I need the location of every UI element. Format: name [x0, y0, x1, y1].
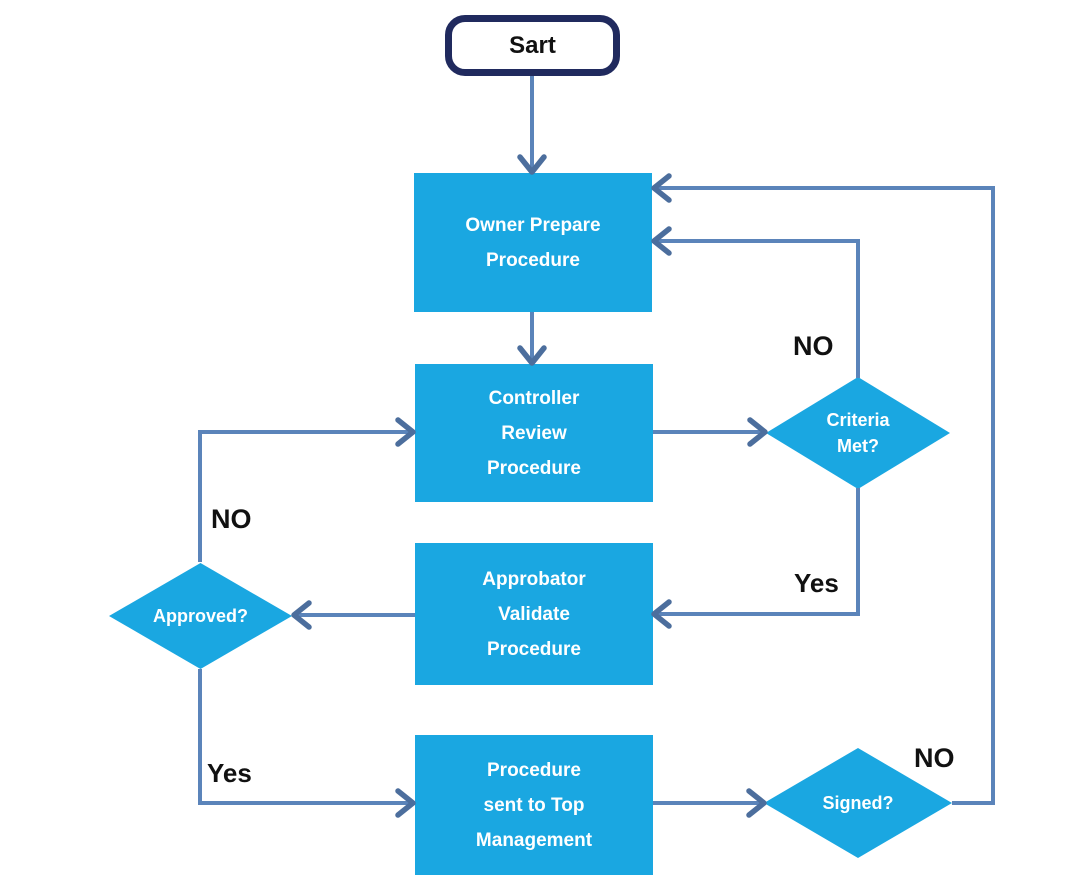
- edge-label-criteria-no: NO: [793, 331, 834, 361]
- connector-approved-no-to-controller: [198, 417, 416, 562]
- node-criteria-met-decision-label: Criteria Met?: [826, 410, 890, 456]
- edge-label-approved-no: NO: [211, 504, 252, 534]
- arrowhead-left-icon: [651, 173, 672, 203]
- node-start: Sart: [445, 15, 620, 76]
- node-owner-prepare-procedure-label: Owner Prepare Procedure: [465, 214, 601, 271]
- arrowhead-down-icon: [517, 345, 547, 366]
- arrowhead-left-icon: [651, 599, 672, 629]
- edge-label-criteria-yes: Yes: [794, 568, 839, 598]
- arrowhead-right-icon: [746, 788, 767, 818]
- node-approved-decision: Approved?: [109, 563, 292, 669]
- node-owner-prepare-procedure: Owner Prepare Procedure: [414, 173, 652, 312]
- connector-approved-yes-to-top-mgmt: [198, 669, 416, 818]
- connector-criteria-yes-to-approbator: [651, 488, 860, 629]
- node-start-label: Sart: [509, 31, 556, 59]
- arrowhead-down-icon: [517, 154, 547, 175]
- node-procedure-sent-to-top-management-label: Procedure sent to Top Management: [475, 759, 593, 851]
- connector-approbator-to-approved: [291, 600, 415, 630]
- node-criteria-met-decision: Criteria Met?: [766, 377, 950, 489]
- arrowhead-right-icon: [395, 788, 416, 818]
- edge-label-approved-yes: Yes: [207, 758, 252, 788]
- arrowhead-left-icon: [651, 226, 672, 256]
- node-signed-decision-label: Signed?: [822, 793, 894, 813]
- arrowhead-left-icon: [291, 600, 312, 630]
- node-approbator-validate-procedure-label: Approbator Validate Procedure: [482, 568, 586, 660]
- node-procedure-sent-to-top-management: Procedure sent to Top Management: [415, 735, 653, 875]
- node-approved-decision-label: Approved?: [152, 606, 248, 626]
- connector-controller-to-criteria: [653, 417, 768, 447]
- connector-line: [198, 430, 412, 562]
- node-approbator-validate-procedure: Approbator Validate Procedure: [415, 543, 653, 685]
- node-controller-review-procedure-label: Controller Review Procedure: [487, 387, 581, 479]
- connector-signed-no-to-owner: [651, 173, 995, 805]
- edge-label-signed-no: NO: [914, 743, 955, 773]
- connector-owner-to-controller: [517, 312, 547, 366]
- node-controller-review-procedure: Controller Review Procedure: [415, 364, 653, 502]
- arrowhead-right-icon: [395, 417, 416, 447]
- connector-start-to-owner: [517, 76, 547, 175]
- connector-top-mgmt-to-signed: [653, 788, 767, 818]
- connector-line: [655, 186, 995, 805]
- arrowhead-right-icon: [747, 417, 768, 447]
